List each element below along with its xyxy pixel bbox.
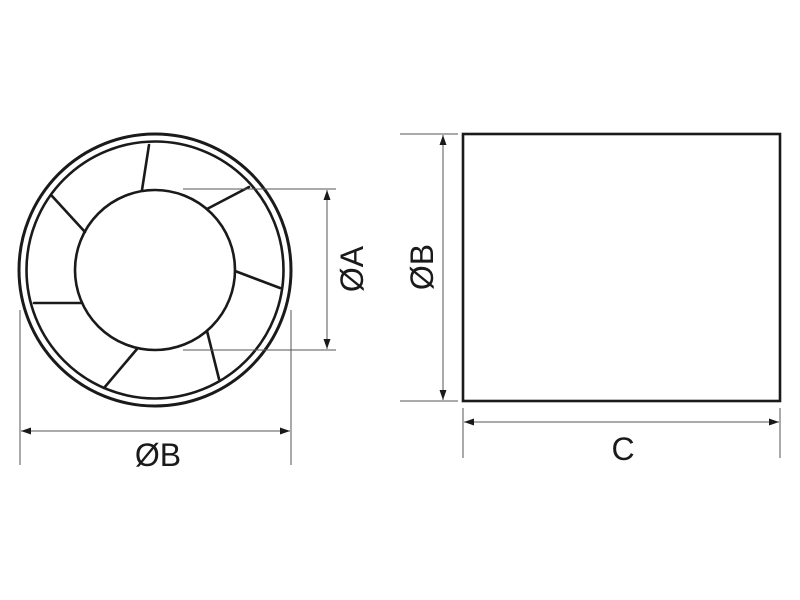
dimension-front-outer-diameter [19,310,292,465]
side-view-body [461,132,782,403]
label-hub-diameter: ØA [334,245,370,292]
blade-line [233,269,282,290]
dimension-hub-diameter [183,188,336,351]
dimension-side-outer-diameter [400,133,458,402]
dimension-length [462,408,781,458]
inner-housing-circle [25,140,285,400]
front-view [17,132,293,408]
blade-line [205,329,221,381]
label-front-outer-diameter: ØB [135,437,181,473]
blade-line [102,347,139,390]
hub-circle [73,188,237,352]
outer-housing-circle [17,132,293,408]
label-side-outer-diameter: ØB [404,244,440,290]
label-length: C [611,431,634,467]
blade-line [205,185,251,211]
blade-line [140,143,151,192]
blade-line [50,194,87,234]
fan-blades [32,143,282,390]
